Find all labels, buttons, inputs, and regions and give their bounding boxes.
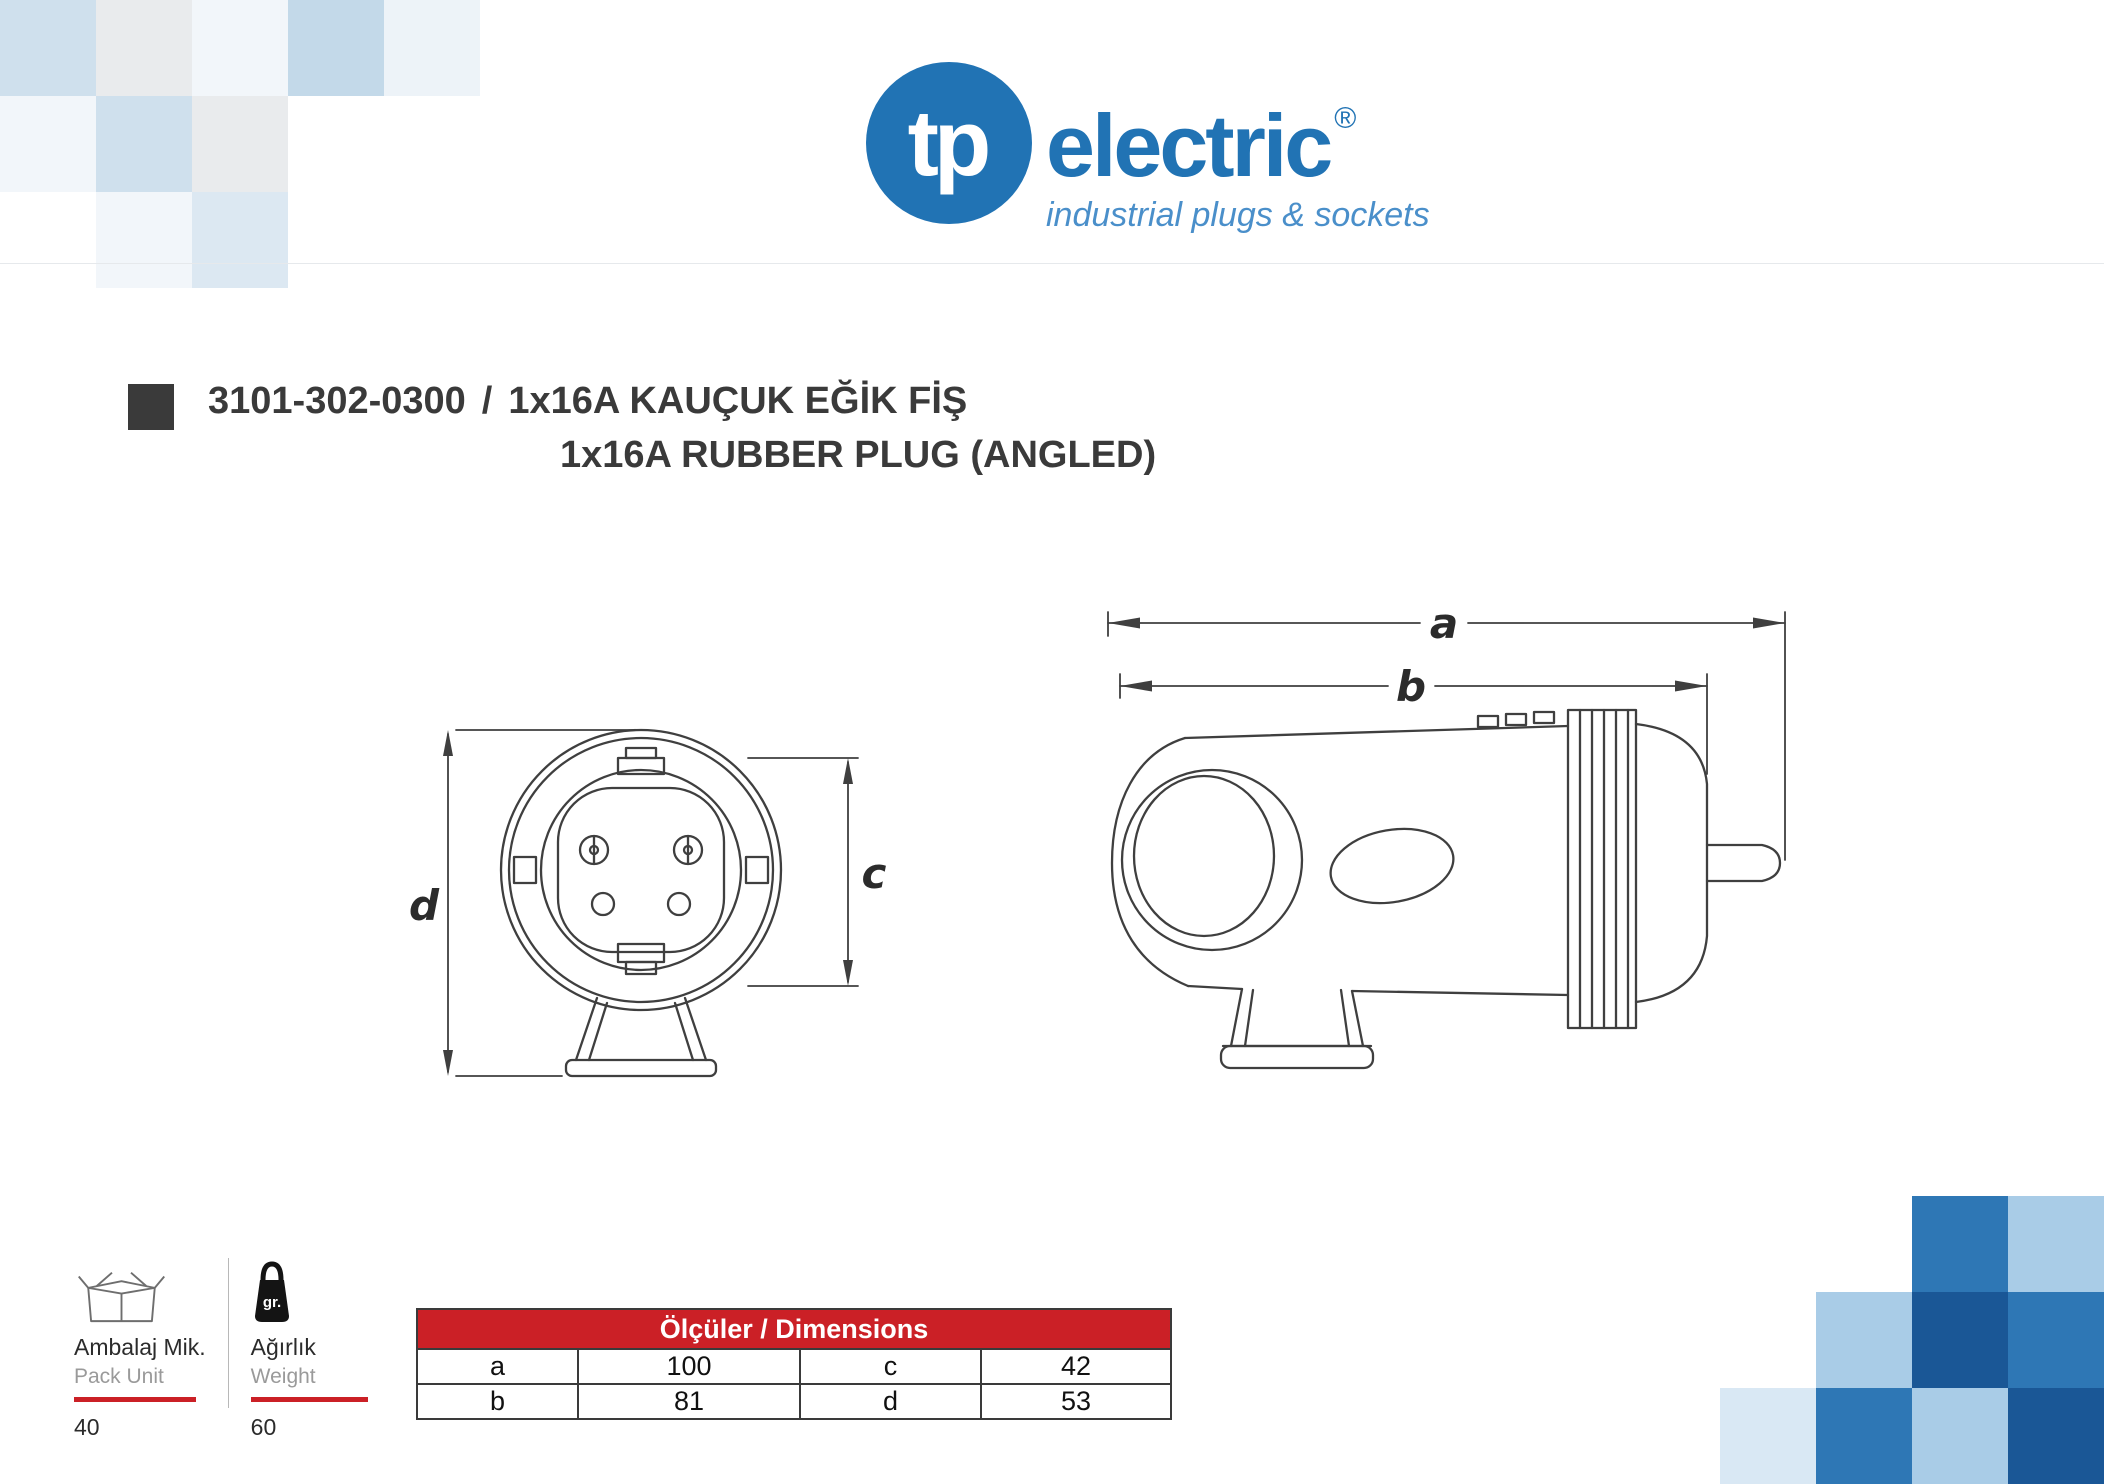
packaging-info: Ambalaj Mik. Pack Unit 40 gr. Ağırlık We…	[74, 1254, 368, 1441]
dimension-c: c	[747, 757, 887, 987]
weight-label-tr: Ağırlık	[250, 1334, 316, 1360]
red-underline	[74, 1397, 196, 1402]
brand-logo: tp electric ® industrial plugs & sockets	[866, 62, 1464, 235]
pack-unit-value: 40	[74, 1414, 100, 1440]
mosaic-square	[96, 192, 192, 288]
dim-label-b: b	[1396, 662, 1426, 711]
pack-unit-label-tr: Ambalaj Mik.	[74, 1334, 206, 1360]
weight-block: gr. Ağırlık Weight 60	[250, 1254, 368, 1441]
mosaic-square	[192, 192, 288, 288]
weight-label-en: Weight	[250, 1365, 316, 1388]
logo-tp-text: tp	[907, 90, 992, 195]
weight-unit-label: gr.	[262, 1294, 280, 1311]
mosaic-square	[2008, 1196, 2104, 1292]
table-row: b 81 d 53	[416, 1383, 1173, 1420]
table-cell-value: 81	[577, 1383, 801, 1420]
front-view-svg: d c	[409, 728, 887, 1078]
product-title-tr: 1x16A KAUÇUK EĞİK FİŞ	[508, 380, 968, 422]
weight-icon: gr.	[254, 1261, 289, 1322]
table-cell-key: a	[416, 1348, 579, 1385]
mosaic-square	[2008, 1292, 2104, 1388]
mosaic-square	[192, 96, 288, 192]
table-cell-value: 42	[979, 1348, 1173, 1385]
mosaic-square	[0, 0, 96, 96]
dimensions-table: Ölçüler / Dimensions a 100 c 42 b 81 d 5…	[415, 1308, 1173, 1420]
mosaic-square	[288, 0, 384, 96]
mosaic-square	[1912, 1388, 2008, 1484]
mosaic-square	[1816, 1292, 1912, 1388]
mosaic-square	[96, 0, 192, 96]
table-cell-key: d	[799, 1383, 982, 1420]
table-cell-key: c	[799, 1348, 982, 1385]
dim-label-c: c	[862, 849, 887, 898]
mosaic-square	[2008, 1388, 2104, 1484]
header-divider	[0, 263, 2104, 264]
mosaic-square	[384, 0, 480, 96]
product-code: 3101-302-0300	[208, 380, 466, 422]
title-bullet-square	[128, 384, 174, 430]
weight-value: 60	[250, 1414, 277, 1440]
mosaic-square	[1816, 1388, 1912, 1484]
red-underline	[250, 1397, 368, 1402]
pack-unit-label-en: Pack Unit	[74, 1365, 164, 1388]
registered-trademark-icon: ®	[1334, 102, 1357, 135]
logo-name: electric	[1046, 96, 1333, 195]
product-title-en: 1x16A RUBBER PLUG (ANGLED)	[560, 433, 1157, 476]
table-cell-value: 53	[979, 1383, 1173, 1420]
table-cell-value: 100	[577, 1348, 801, 1385]
side-view-svg: a b	[1107, 599, 1786, 1070]
side-view-drawing: a b	[1090, 598, 1800, 1108]
dimension-d: d	[409, 729, 635, 1077]
dim-label-a: a	[1430, 599, 1458, 648]
mosaic-square	[1912, 1292, 2008, 1388]
mosaic-square	[192, 0, 288, 96]
product-title-block: 3101-302-0300 / 1x16A KAUÇUK EĞİK FİŞ 1x16…	[128, 380, 1157, 476]
dim-label-d: d	[409, 881, 440, 930]
dimension-a: a	[1107, 599, 1786, 861]
mosaic-square	[1720, 1388, 1816, 1484]
product-title-line1: 3101-302-0300 / 1x16A KAUÇUK EĞİK FİŞ	[208, 380, 1156, 422]
title-separator: /	[481, 380, 493, 422]
logo-wordmark: electric ® industrial plugs & sockets	[1046, 62, 1464, 235]
table-cell-key: b	[416, 1383, 579, 1420]
pack-unit-block: Ambalaj Mik. Pack Unit 40	[74, 1254, 206, 1441]
front-view-drawing: d c	[396, 700, 896, 1105]
mosaic-square	[1912, 1196, 2008, 1292]
dimensions-table-header: Ölçüler / Dimensions	[415, 1308, 1173, 1350]
logo-tagline: industrial plugs & sockets	[1046, 195, 1430, 234]
mosaic-square	[0, 96, 96, 192]
table-row: a 100 c 42	[416, 1348, 1173, 1385]
vertical-divider	[227, 1258, 229, 1408]
dimension-b: b	[1119, 662, 1708, 775]
logo-circle: tp	[866, 62, 1032, 224]
mosaic-square	[96, 96, 192, 192]
box-icon	[78, 1271, 165, 1323]
